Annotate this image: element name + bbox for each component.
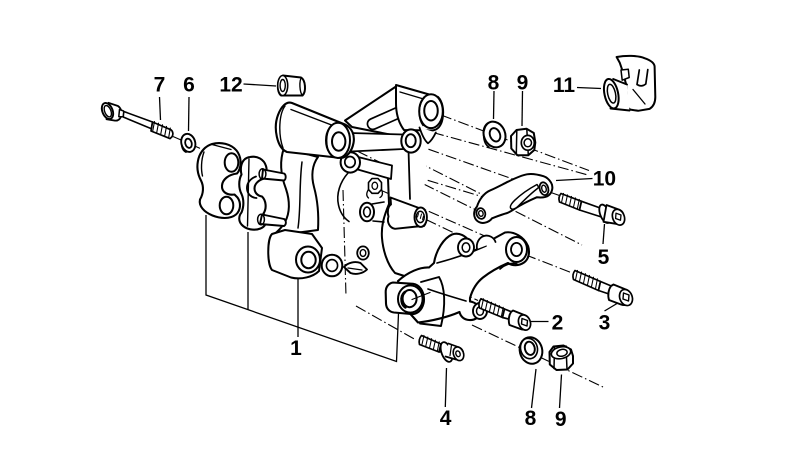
svg-text:11: 11 xyxy=(553,74,576,97)
svg-text:2: 2 xyxy=(552,312,564,335)
svg-text:12: 12 xyxy=(219,74,242,97)
svg-text:10: 10 xyxy=(593,168,616,191)
svg-text:3: 3 xyxy=(599,312,611,335)
svg-text:6: 6 xyxy=(183,74,195,97)
svg-text:5: 5 xyxy=(598,246,610,269)
svg-text:4: 4 xyxy=(440,407,452,430)
svg-text:9: 9 xyxy=(517,72,529,95)
svg-text:8: 8 xyxy=(525,407,537,430)
svg-text:8: 8 xyxy=(488,72,500,95)
svg-text:9: 9 xyxy=(555,408,567,431)
svg-text:7: 7 xyxy=(154,74,166,97)
svg-text:1: 1 xyxy=(290,337,302,360)
